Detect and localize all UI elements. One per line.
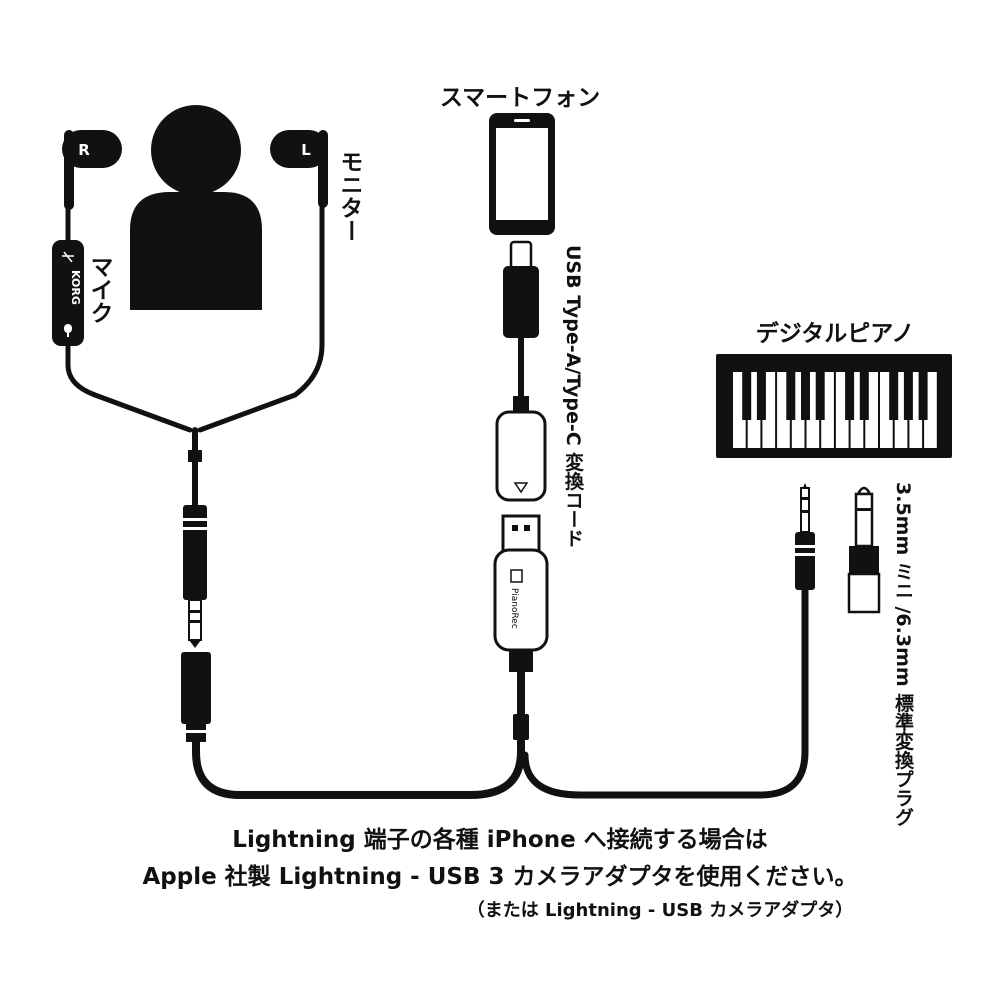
black-key bbox=[756, 372, 766, 420]
note-line-3: （または Lightning - USB カメラアダプタ） bbox=[466, 900, 854, 921]
usb-c-plug bbox=[503, 240, 539, 338]
smartphone-icon bbox=[489, 113, 555, 235]
earbud-left-icon: L bbox=[270, 130, 328, 208]
note-line-2: Apple 社製 Lightning - USB 3 カメラアダプタを使用くださ… bbox=[142, 864, 858, 890]
headset-cable-right bbox=[65, 202, 193, 433]
black-key bbox=[918, 372, 928, 420]
triangle-mark-icon bbox=[513, 482, 529, 494]
headset-jack bbox=[181, 652, 211, 742]
piano-cable bbox=[521, 586, 809, 799]
headset-plug bbox=[183, 450, 207, 648]
smartphone-label: スマートフォン bbox=[439, 85, 601, 111]
digital-piano-label: デジタルピアノ bbox=[755, 321, 915, 347]
black-key bbox=[786, 372, 796, 420]
usb-a-male-plug: PianoRec bbox=[493, 514, 549, 672]
cable-strain-relief bbox=[513, 714, 529, 740]
cables bbox=[65, 197, 809, 799]
note-line-1: Lightning 端子の各種 iPhone へ接続する場合は bbox=[232, 827, 768, 853]
black-key bbox=[889, 372, 899, 420]
mic-label: マイク bbox=[86, 255, 112, 324]
mute-icon bbox=[62, 251, 74, 263]
mini-plug bbox=[795, 483, 815, 590]
headset-cable-left bbox=[197, 197, 325, 433]
black-key bbox=[801, 372, 810, 420]
earbud-right-letter: R bbox=[78, 141, 90, 159]
pianorec-logo-icon bbox=[510, 569, 523, 583]
black-key bbox=[815, 372, 825, 420]
mic-brand-logo: KORG bbox=[69, 270, 82, 305]
black-key bbox=[859, 372, 869, 420]
black-key bbox=[903, 372, 913, 420]
piano-black-keys bbox=[742, 372, 928, 420]
black-key bbox=[845, 372, 855, 420]
adapter-cable bbox=[192, 666, 525, 799]
black-key bbox=[742, 372, 752, 420]
earbud-left-letter: L bbox=[301, 141, 311, 159]
person-icon bbox=[130, 105, 262, 310]
usb-cord-label: USB Type-A/Type-C 変換コード bbox=[562, 245, 584, 548]
adapter-brand: PianoRec bbox=[509, 588, 519, 629]
monitor-label: モニター bbox=[336, 150, 362, 242]
microphone-icon bbox=[64, 324, 72, 337]
mic-remote-icon: KORG bbox=[52, 240, 84, 346]
earbud-right-icon: R bbox=[62, 130, 122, 210]
plug-adapter-label: 3.5mm ミニ /6.3mm 標準変換プラグ bbox=[892, 482, 914, 827]
digital-piano-icon bbox=[716, 354, 952, 458]
standard-plug-adapter bbox=[847, 486, 881, 614]
usb-a-female-adapter bbox=[495, 396, 547, 502]
